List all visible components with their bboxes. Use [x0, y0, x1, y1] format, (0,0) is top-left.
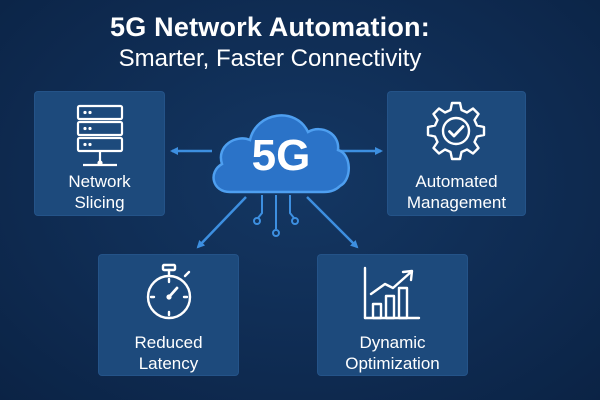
- title-line-1: 5G Network Automation:: [110, 12, 430, 42]
- node-label-line-1: Reduced: [134, 333, 203, 352]
- title-line-2: Smarter, Faster Connectivity: [118, 45, 422, 72]
- node-label-line-1: Network: [68, 172, 131, 191]
- node-reduced-latency: Reduced Latency: [98, 254, 239, 376]
- node-label-line-2: Latency: [138, 354, 199, 373]
- node-label-line-2: Optimization: [345, 354, 440, 373]
- circuit-lines: [253, 195, 299, 237]
- bar-chart-growth-icon: [363, 266, 421, 320]
- node-automated-management: Automated Management: [387, 91, 526, 216]
- node-label-line-2: Management: [406, 193, 507, 212]
- node-dynamic-optimization: Dynamic Optimization: [317, 254, 468, 376]
- gear-check-icon: [426, 101, 486, 161]
- node-label-reduced-latency: Reduced Latency: [98, 332, 239, 374]
- arrow-to-dynamic-optimization: [306, 196, 359, 249]
- node-label-line-2: Slicing: [74, 193, 125, 212]
- node-label-network-slicing: Network Slicing: [34, 171, 165, 213]
- node-label-dynamic-optimization: Dynamic Optimization: [317, 332, 468, 374]
- server-rack-icon: [76, 104, 124, 167]
- arrow-to-reduced-latency: [196, 196, 247, 249]
- node-network-slicing: Network Slicing: [34, 91, 165, 216]
- stopwatch-icon: [146, 263, 192, 320]
- node-label-automated-management: Automated Management: [387, 171, 526, 213]
- node-label-line-1: Dynamic: [359, 333, 426, 352]
- hub-label-5g: 5G: [251, 131, 311, 180]
- node-label-line-1: Automated: [415, 172, 498, 191]
- cloud-icon: [212, 114, 350, 194]
